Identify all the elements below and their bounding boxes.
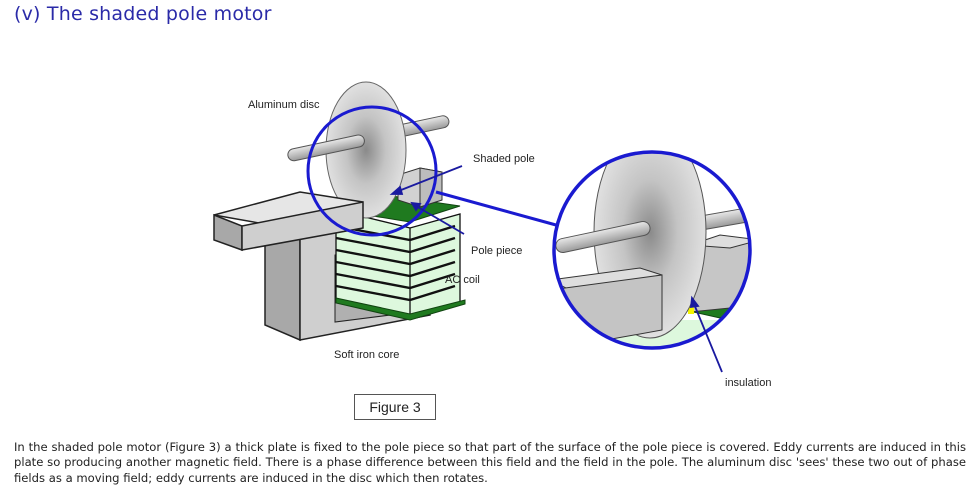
label-arrows: [389, 165, 465, 235]
label-ac-coil: AC coil: [445, 274, 480, 286]
label-pole-piece: Pole piece: [471, 245, 522, 257]
zoom-connector-line: [435, 190, 557, 227]
inset-circle-border: [552, 150, 752, 350]
motor-main-drawing: [213, 81, 557, 368]
label-soft-iron-core: Soft iron core: [334, 349, 399, 361]
zoomed-inset: [552, 150, 752, 373]
label-insulation: insulation: [725, 377, 771, 389]
shaft-front: [287, 134, 365, 162]
core-top-bar: [213, 191, 364, 252]
highlight-circle: [306, 105, 438, 237]
section-title: (v) The shaded pole motor: [14, 3, 272, 25]
shaded-pole-motor-figure: Aluminum disc Shaded pole Pole piece AC …: [213, 81, 771, 389]
label-aluminum-disc: Aluminum disc: [248, 99, 320, 111]
insulation-arrow: [689, 295, 723, 373]
body-paragraph: In the shaded pole motor (Figure 3) a th…: [14, 440, 966, 485]
figure-caption: Figure 3: [354, 394, 436, 420]
label-shaded-pole: Shaded pole: [473, 153, 535, 165]
